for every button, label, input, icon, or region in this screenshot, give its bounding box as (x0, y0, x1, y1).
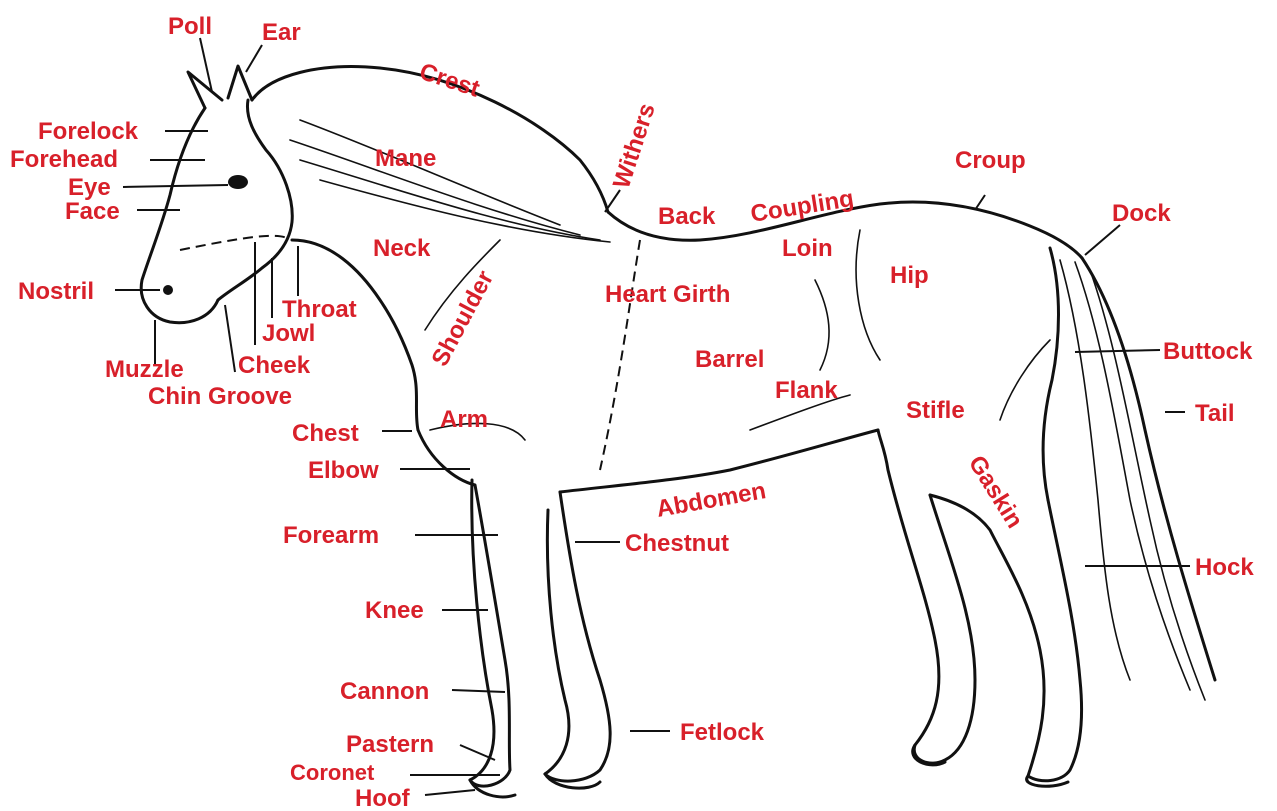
label-arm: Arm (440, 406, 488, 433)
label-barrel: Barrel (695, 346, 764, 373)
label-forearm: Forearm (283, 522, 379, 549)
label-chestnut: Chestnut (625, 530, 729, 557)
label-neck: Neck (373, 235, 431, 262)
label-fetlock: Fetlock (680, 719, 765, 746)
label-hock: Hock (1195, 554, 1254, 581)
label-loin: Loin (782, 235, 833, 262)
label-crest: Crest (416, 58, 483, 103)
label-withers: Withers (608, 100, 661, 192)
label-throat: Throat (282, 296, 357, 323)
label-poll: Poll (168, 13, 212, 40)
label-face: Face (65, 198, 120, 225)
label-hoof: Hoof (355, 785, 411, 811)
label-nostril: Nostril (18, 278, 94, 305)
label-back: Back (658, 203, 716, 230)
label-heart-girth: Heart Girth (605, 281, 730, 308)
label-tail: Tail (1195, 400, 1235, 427)
label-cannon: Cannon (340, 678, 429, 705)
label-forelock: Forelock (38, 118, 139, 145)
label-eye: Eye (68, 174, 111, 201)
label-ear: Ear (262, 19, 301, 46)
label-forehead: Forehead (10, 146, 118, 173)
labels: Poll Ear Crest Withers Forelock Forehead… (10, 13, 1254, 811)
label-chin-groove: Chin Groove (148, 383, 292, 410)
label-knee: Knee (365, 597, 424, 624)
label-croup: Croup (955, 147, 1026, 174)
label-shoulder: Shoulder (426, 266, 499, 371)
label-gaskin: Gaskin (963, 451, 1028, 533)
leader-lines (115, 38, 1190, 795)
label-hip: Hip (890, 262, 929, 289)
label-pastern: Pastern (346, 731, 434, 758)
label-stifle: Stifle (906, 397, 965, 424)
label-buttock: Buttock (1163, 338, 1253, 365)
label-coronet: Coronet (290, 760, 375, 785)
label-muzzle: Muzzle (105, 356, 184, 383)
label-elbow: Elbow (308, 457, 379, 484)
label-chest: Chest (292, 420, 359, 447)
label-flank: Flank (775, 377, 838, 404)
label-jowl: Jowl (262, 320, 315, 347)
label-dock: Dock (1112, 200, 1171, 227)
label-cheek: Cheek (238, 352, 311, 379)
label-abdomen: Abdomen (654, 477, 768, 523)
label-mane: Mane (375, 145, 436, 172)
